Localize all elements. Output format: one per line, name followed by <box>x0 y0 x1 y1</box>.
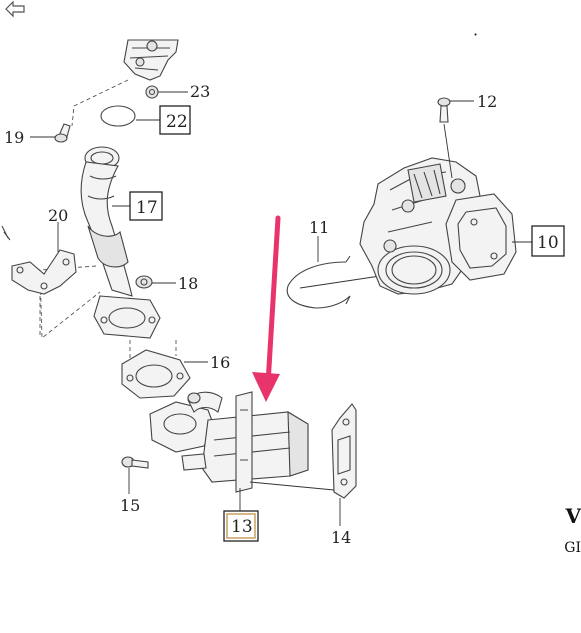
o-ring-22 <box>100 105 136 127</box>
callout-15: 15 <box>120 496 140 515</box>
brand-code: GI <box>564 540 581 556</box>
callout-14: 14 <box>331 528 351 547</box>
partial-bolt <box>1 225 11 241</box>
callout-22: 22 <box>166 112 188 132</box>
callout-18: 18 <box>178 274 198 293</box>
brand-mark: V <box>565 504 581 528</box>
callout-17: 16 <box>210 353 230 372</box>
callout-10: 10 <box>537 233 559 253</box>
callout-11: 11 <box>309 218 329 237</box>
throttle-body-10 <box>359 157 517 295</box>
bolt-12 <box>437 97 451 123</box>
stray-mark: · <box>473 25 478 44</box>
pointer-arrow <box>252 215 281 402</box>
callout-13-highlight <box>226 513 256 539</box>
callout-10-box <box>531 225 565 257</box>
back-arrow-icon[interactable] <box>4 0 26 18</box>
clip-11 <box>286 255 351 309</box>
gasket-14 <box>331 403 357 499</box>
bracket-20 <box>11 249 77 295</box>
bolt-15 <box>121 456 149 469</box>
callout-20: 20 <box>48 206 68 225</box>
callout-16: 17 <box>136 198 158 218</box>
callout-13: 13 <box>231 517 253 537</box>
pipe-16 <box>80 146 161 339</box>
bolt-19 <box>54 123 71 143</box>
callout-19: 19 <box>4 128 24 147</box>
callout-13-box <box>223 510 259 542</box>
gasket-17 <box>121 349 191 399</box>
egr-cooler-13 <box>149 391 309 493</box>
callout-22-box <box>159 105 191 135</box>
top-fitting <box>123 39 179 81</box>
nut-18 <box>135 275 153 289</box>
callout-23: 23 <box>190 82 210 101</box>
callout-12: 12 <box>477 92 497 111</box>
callout-16-box <box>129 191 163 221</box>
nut-23 <box>145 85 159 99</box>
